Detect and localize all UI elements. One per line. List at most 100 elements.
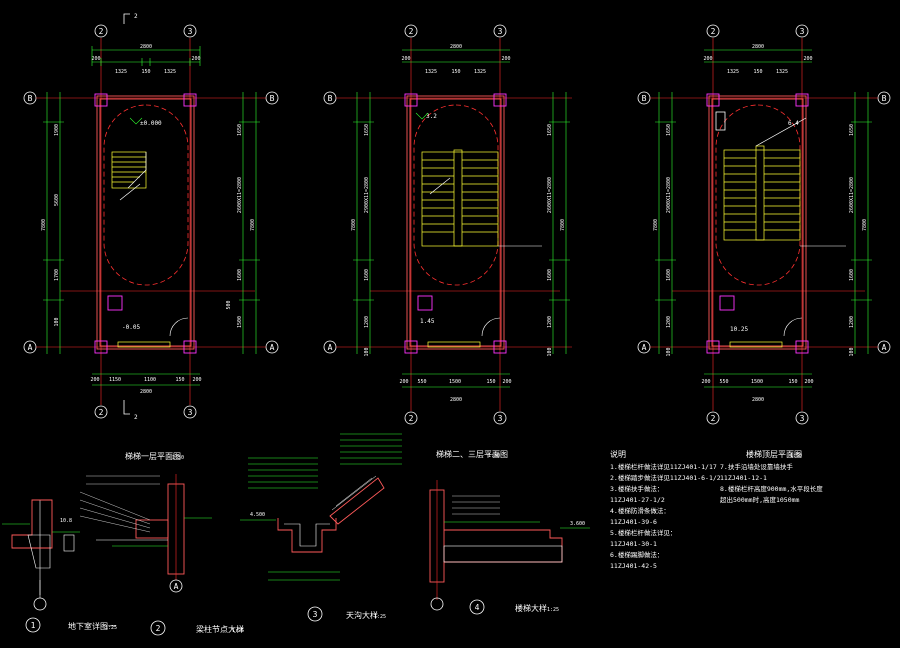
dim-right: 1200	[849, 316, 855, 328]
walls	[96, 95, 195, 350]
dim-left: 1650	[666, 124, 672, 136]
grid-label: 3	[188, 408, 193, 417]
grid-axis-bottom-3: 3	[795, 411, 809, 425]
detail-4-stair: 3.600 4 楼梯大样 1:25	[429, 480, 590, 615]
elevation-marker-icon	[415, 112, 429, 120]
general-notes: 说明 1.楼梯栏杆做法详见11ZJ401-1/17 2.楼梯踏步做法详见11ZJ…	[610, 449, 823, 570]
clearance-oval	[413, 104, 499, 286]
columns	[94, 93, 197, 354]
detail-1-basement: 10.8 1 地下室详图一 1:25	[2, 499, 117, 633]
door-swing-icon	[169, 317, 189, 337]
note-line: 11ZJ401-42-5	[610, 562, 657, 570]
dim-bottom-part: 200	[399, 379, 408, 385]
grid-label: B	[28, 94, 33, 103]
dim-left: 1650	[364, 124, 370, 136]
grid-axis-top-3: 3	[493, 24, 507, 38]
grid-label: 2	[99, 27, 104, 36]
dimension-lines	[43, 46, 260, 386]
grid-label: 3	[800, 414, 805, 423]
dim-top-part: 150	[753, 69, 762, 75]
dim-right: 100	[849, 347, 855, 356]
dim-right-total: 7800	[560, 219, 566, 231]
door-threshold	[117, 341, 171, 348]
elevation-top: ±0.000	[140, 120, 162, 127]
dim-top-part: 150	[451, 69, 460, 75]
dim-bottom-part: 200	[192, 377, 201, 383]
walls	[708, 95, 807, 350]
columns	[404, 93, 507, 354]
note-line: 11ZJ401-30-1	[610, 540, 657, 548]
note-line: 7.扶手沿墙处设靠墙扶手	[720, 462, 793, 471]
detail-1-elev: 10.8	[60, 518, 72, 524]
grid-label: 2	[99, 408, 104, 417]
plan-3-scale: 1:50	[790, 453, 802, 459]
notes-heading: 说明	[610, 449, 626, 459]
detail-title: 楼梯大样	[515, 603, 547, 613]
clearance-oval	[103, 104, 189, 286]
elevation-marker-icon	[129, 117, 143, 125]
grid-label: A	[642, 343, 647, 352]
columns	[706, 93, 809, 354]
stair-plan-3: 2 3 2 3 B B A A 2800 200 1325	[637, 24, 891, 425]
dimension-lines	[353, 49, 570, 388]
door-threshold	[729, 341, 783, 348]
dim-bottom-part: 1100	[144, 377, 156, 383]
grid-label: 2	[711, 414, 716, 423]
elevation-bottom: 1.45	[420, 318, 435, 325]
dim-left-total: 7800	[653, 219, 659, 231]
detail-scale: 1:25	[547, 607, 559, 613]
dim-left: 1200	[666, 316, 672, 328]
dim-bottom-part: 200	[701, 379, 710, 385]
grid-axis-right-B: B	[265, 91, 279, 105]
grid-axis-right-A: A	[265, 340, 279, 354]
dim-left: 1900	[54, 124, 60, 136]
dim-top-part: 200	[401, 56, 410, 62]
grid-axis-top-2: 2	[404, 24, 418, 38]
detail-grid-label: A	[174, 582, 179, 591]
note-line: 6.楼梯踢脚做法：	[610, 550, 663, 559]
grid-axis-bottom-2: 2	[706, 411, 720, 425]
grid-axis-top-3: 3	[795, 24, 809, 38]
plan-2-scale: 1:50	[488, 453, 500, 459]
dimension-lines	[655, 49, 872, 388]
dim-left: 2900X11=2800	[666, 177, 672, 213]
dim-bottom-part: 1500	[449, 379, 461, 385]
detail-number: 2	[156, 624, 161, 633]
dim-right: 2600X11=2800	[237, 177, 243, 213]
detail-axis-circle	[169, 579, 183, 593]
dim-top-part: 1325	[425, 69, 437, 75]
detail-scale: 1:25	[232, 628, 244, 634]
grid-axis-left-A: A	[23, 340, 37, 354]
note-line: 5.楼梯栏杆做法详见：	[610, 528, 676, 537]
detail-axis-circle	[33, 597, 47, 611]
dim-total-top: 2800	[140, 44, 152, 50]
grid-axis-bottom-3: 3	[183, 405, 197, 419]
stair-plan-2: 2 3 2 3 B A 2800 200 1325 150 1325	[323, 24, 572, 425]
elevation-top: 3.2	[426, 113, 437, 120]
dim-top-part: 200	[703, 56, 712, 62]
grid-axis-right-A: A	[877, 340, 891, 354]
note-line: 1.楼梯栏杆做法详见11ZJ401-1/17	[610, 462, 717, 471]
grid-axis-left-B: B	[23, 91, 37, 105]
grid-axis-top-2: 2	[706, 24, 720, 38]
plan-1-title: 梯梯一层平面图	[125, 451, 181, 461]
dim-right: 1600	[849, 269, 855, 281]
detail-4-elev: 3.600	[570, 521, 585, 527]
dim-top-part: 1325	[164, 69, 176, 75]
stair-flight	[421, 149, 499, 247]
dim-top-part: 200	[501, 56, 510, 62]
note-line: 4.楼梯防滑条做法：	[610, 506, 670, 515]
dim-right: 1600	[547, 269, 553, 281]
dim-left: 5600	[54, 194, 60, 206]
note-line: 2.楼梯踏步做法详见11ZJ401-6-1/2	[610, 473, 721, 482]
dim-bottom-part: 200	[804, 379, 813, 385]
detail-scale: 1:25	[105, 625, 117, 631]
detail-3-gutter: 4.500 3 天沟大样 1:25	[240, 433, 402, 622]
stair-flight	[723, 117, 807, 241]
note-line: 11ZJ401-39-6	[610, 518, 657, 526]
dim-total-bottom: 2800	[450, 397, 462, 403]
dim-left-total: 7800	[351, 219, 357, 231]
detail-scale: 1:25	[374, 614, 386, 620]
dim-right: 1500	[237, 316, 243, 328]
dim-right: 1200	[547, 316, 553, 328]
